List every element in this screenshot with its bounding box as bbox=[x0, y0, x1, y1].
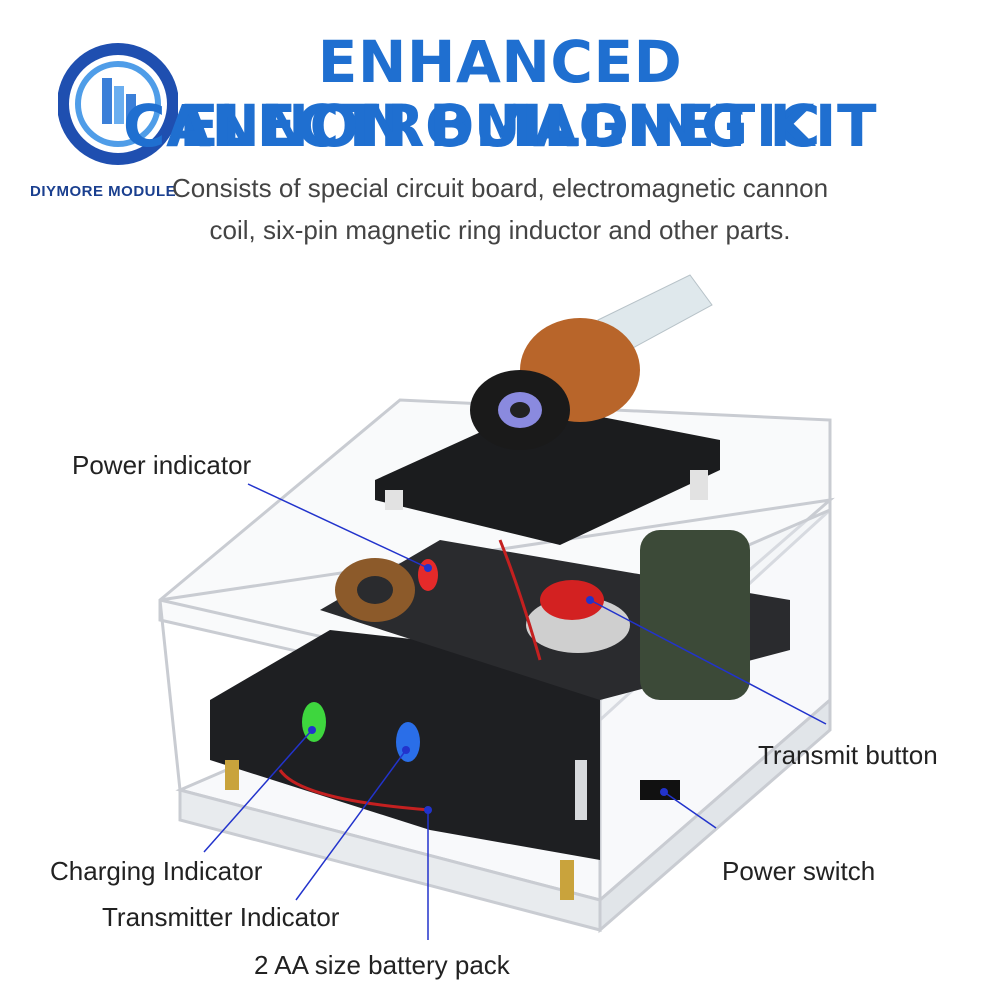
subtitle-line-1: Consists of special circuit board, elect… bbox=[171, 173, 829, 203]
power-switch-body bbox=[640, 780, 680, 800]
brand-name: DIYMORE MODULE bbox=[30, 183, 177, 200]
callout-battery-pack: 2 AA size battery pack bbox=[254, 950, 510, 980]
callout-transmitter-indicator: Transmitter Indicator bbox=[102, 902, 340, 932]
leds bbox=[302, 559, 438, 762]
subtitle-line-2: coil, six-pin magnetic ring inductor and… bbox=[209, 215, 791, 245]
callout-charging-indicator: Charging Indicator bbox=[50, 856, 263, 886]
title-line-1: ENHANCED ELECTROMAGNETIC bbox=[179, 28, 821, 160]
leader-lines bbox=[203, 483, 827, 940]
brand-logo bbox=[58, 43, 178, 165]
callout-transmit-button: Transmit button bbox=[758, 740, 938, 770]
coil-assembly bbox=[375, 274, 720, 545]
callout-power-indicator: Power indicator bbox=[72, 450, 252, 480]
title-line-2: CANNON BUILDING KIT bbox=[122, 92, 878, 160]
callout-power-switch: Power switch bbox=[722, 856, 876, 886]
middle-pcb bbox=[320, 530, 790, 700]
